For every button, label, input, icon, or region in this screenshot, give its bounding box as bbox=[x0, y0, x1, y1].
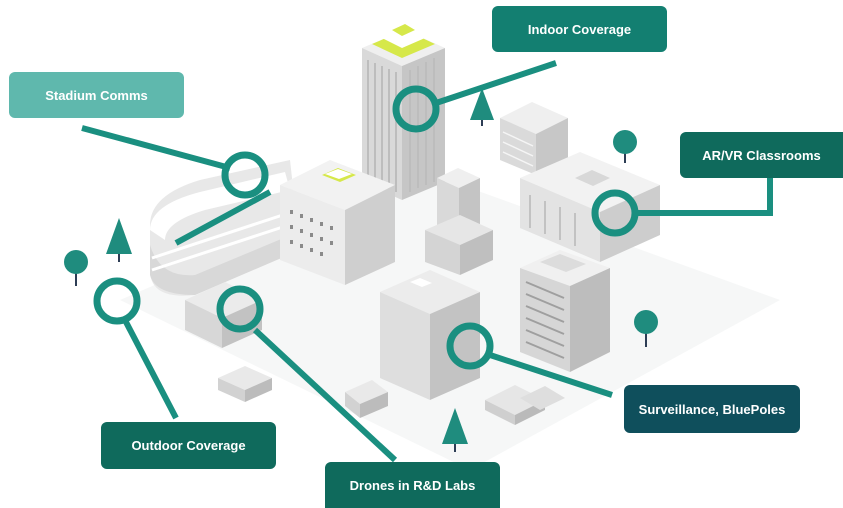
connector-arvr bbox=[633, 175, 773, 216]
label-indoor-coverage: Indoor Coverage bbox=[492, 6, 667, 52]
marker-arvr bbox=[591, 189, 639, 237]
front-center-building bbox=[380, 270, 480, 400]
label-arvr-classrooms: AR/VR Classrooms bbox=[680, 132, 843, 178]
small-house-right bbox=[485, 385, 565, 425]
right-tower-building bbox=[520, 250, 610, 372]
center-small-building bbox=[425, 168, 493, 275]
connector-surveillance bbox=[489, 352, 613, 398]
marker-indoor bbox=[392, 85, 440, 133]
label-outdoor-coverage: Outdoor Coverage bbox=[101, 422, 276, 469]
tree-icon bbox=[442, 408, 468, 452]
connector-stadium bbox=[81, 125, 231, 171]
office-building-yellow-roof bbox=[280, 160, 395, 285]
connector-drones bbox=[252, 327, 398, 463]
marker-stadium bbox=[221, 151, 269, 199]
marker-drones bbox=[216, 285, 264, 333]
label-drones-rd-labs: Drones in R&D Labs bbox=[325, 462, 500, 508]
label-stadium-comms: Stadium Comms bbox=[9, 72, 184, 118]
tree-icon bbox=[634, 310, 658, 347]
connector-outdoor bbox=[123, 320, 179, 420]
label-surveillance-bluepoles: Surveillance, BluePoles bbox=[624, 385, 800, 433]
small-house-left bbox=[218, 366, 272, 402]
small-house-center bbox=[345, 380, 388, 418]
marker-surveillance bbox=[446, 322, 494, 370]
tree-icon bbox=[613, 130, 637, 163]
tree-icon bbox=[64, 250, 88, 286]
marker-outdoor bbox=[93, 277, 141, 325]
tree-icon bbox=[470, 88, 494, 126]
tree-icon bbox=[106, 218, 132, 262]
connector-indoor bbox=[435, 60, 557, 106]
